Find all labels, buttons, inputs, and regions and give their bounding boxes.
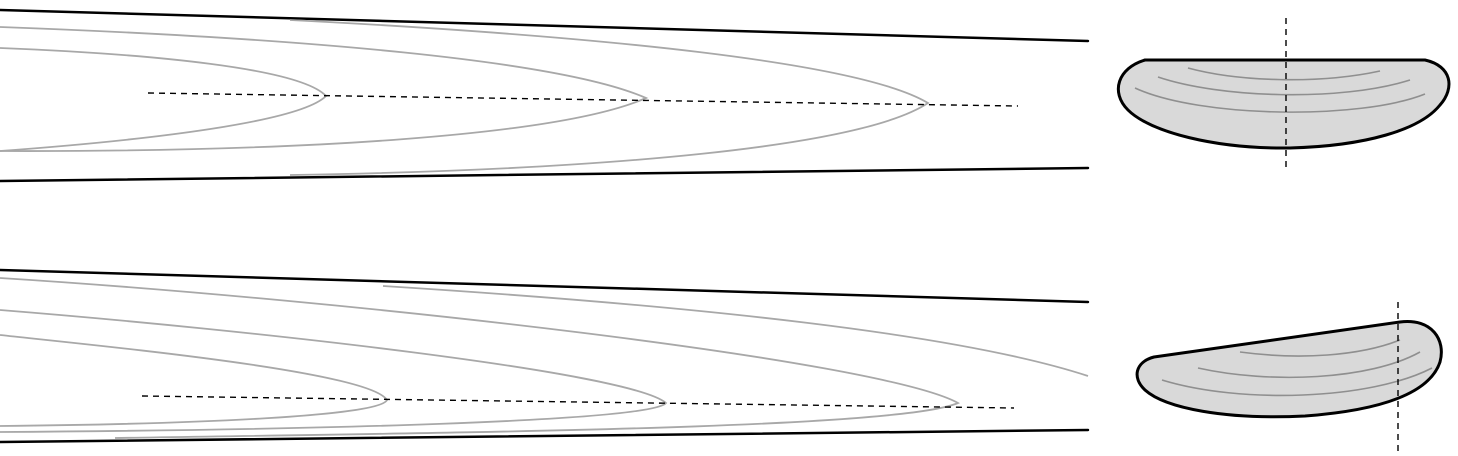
bottom-lower-wall [0, 428, 1090, 444]
top-section-shape [1116, 58, 1451, 150]
bottom-section-contour-1 [1239, 339, 1401, 357]
top-centerline [147, 92, 1019, 107]
top-section-contour-1 [1187, 67, 1381, 81]
bottom-section-shape [1135, 320, 1443, 419]
top-lower-wall [0, 166, 1090, 183]
bottom-upper-wall [0, 268, 1090, 304]
bottom-section-contour-2 [1197, 351, 1421, 379]
top-section-contour-3 [1134, 87, 1426, 113]
top-contour-inner [0, 47, 328, 152]
bottom-panel [0, 268, 1090, 444]
bottom-contour-middle [0, 309, 668, 433]
top-panel [0, 8, 1090, 183]
bottom-section-contour-3 [1161, 367, 1433, 397]
top-contour-middle [0, 26, 649, 152]
bottom-contour-inner [0, 334, 389, 427]
bottom-contour-outer [0, 277, 961, 439]
top-upper-wall [0, 8, 1090, 43]
top-cross-section [1116, 18, 1451, 168]
bottom-centerline [141, 395, 1015, 409]
top-contour-outer [289, 19, 930, 176]
bottom-contour-upper [382, 285, 1089, 377]
top-section-contour-2 [1157, 76, 1411, 96]
bottom-cross-section [1135, 302, 1443, 452]
